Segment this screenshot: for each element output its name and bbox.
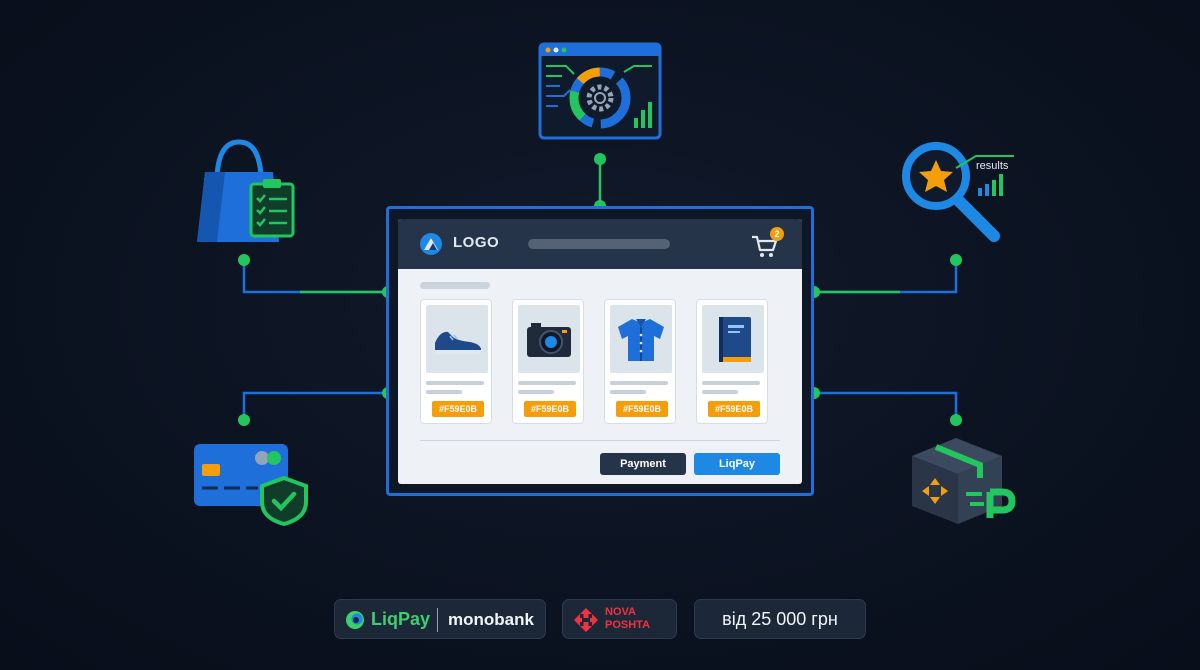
poshta-label: POSHTA (605, 619, 651, 631)
logo-text: LOGO (453, 234, 500, 251)
product-title-placeholder (610, 381, 668, 385)
product-subtitle-placeholder (610, 390, 646, 394)
product-card[interactable]: #F59E0B (696, 299, 768, 424)
nova-poshta-badge: NOVA POSHTA (562, 599, 677, 639)
shopping-bag-checklist-icon (197, 139, 295, 242)
divider (437, 608, 438, 632)
product-title-placeholder (426, 381, 484, 385)
credit-card-shield-icon (194, 444, 308, 526)
nova-label: NOVA (605, 606, 636, 618)
shirt-icon (618, 319, 664, 361)
search-star-icon (902, 142, 1014, 242)
browser-viewport: LOGO 2 #F59E0B (398, 219, 802, 484)
price-tag: #F59E0B (524, 401, 576, 417)
liqpay-logo-icon (346, 611, 364, 629)
price-label: від 25 000 грн (722, 609, 838, 629)
search-input[interactable] (528, 239, 670, 249)
delivery-box-icon (912, 438, 1016, 524)
divider (420, 440, 780, 441)
logo-icon[interactable] (420, 233, 442, 255)
liqpay-label: LiqPay (371, 609, 431, 629)
cart-count-badge: 2 (770, 227, 784, 241)
book-icon (719, 317, 751, 362)
price-tag: #F59E0B (432, 401, 484, 417)
product-subtitle-placeholder (426, 390, 462, 394)
liqpay-button[interactable]: LiqPay (694, 453, 780, 475)
product-card[interactable]: #F59E0B (604, 299, 676, 424)
payment-providers-badge: LiqPay monobank (334, 599, 546, 639)
site-header: LOGO 2 (398, 219, 802, 269)
sneaker-icon (435, 331, 481, 354)
product-card[interactable]: #F59E0B (512, 299, 584, 424)
section-title-placeholder (420, 282, 490, 289)
cart-icon[interactable] (750, 231, 780, 259)
payment-button[interactable]: Payment (600, 453, 686, 475)
product-card[interactable]: #F59E0B (420, 299, 492, 424)
storefront-window: LOGO 2 #F59E0B (386, 206, 814, 496)
monobank-label: monobank (448, 610, 534, 629)
price-tag: #F59E0B (708, 401, 760, 417)
product-subtitle-placeholder (702, 390, 738, 394)
analytics-dashboard-icon (538, 42, 662, 140)
price-badge: від 25 000 грн (694, 599, 866, 639)
price-tag: #F59E0B (616, 401, 668, 417)
product-subtitle-placeholder (518, 390, 554, 394)
product-title-placeholder (702, 381, 760, 385)
results-label: results (976, 160, 1009, 172)
nova-poshta-logo-icon (574, 608, 598, 632)
product-title-placeholder (518, 381, 576, 385)
camera-icon (527, 323, 571, 357)
